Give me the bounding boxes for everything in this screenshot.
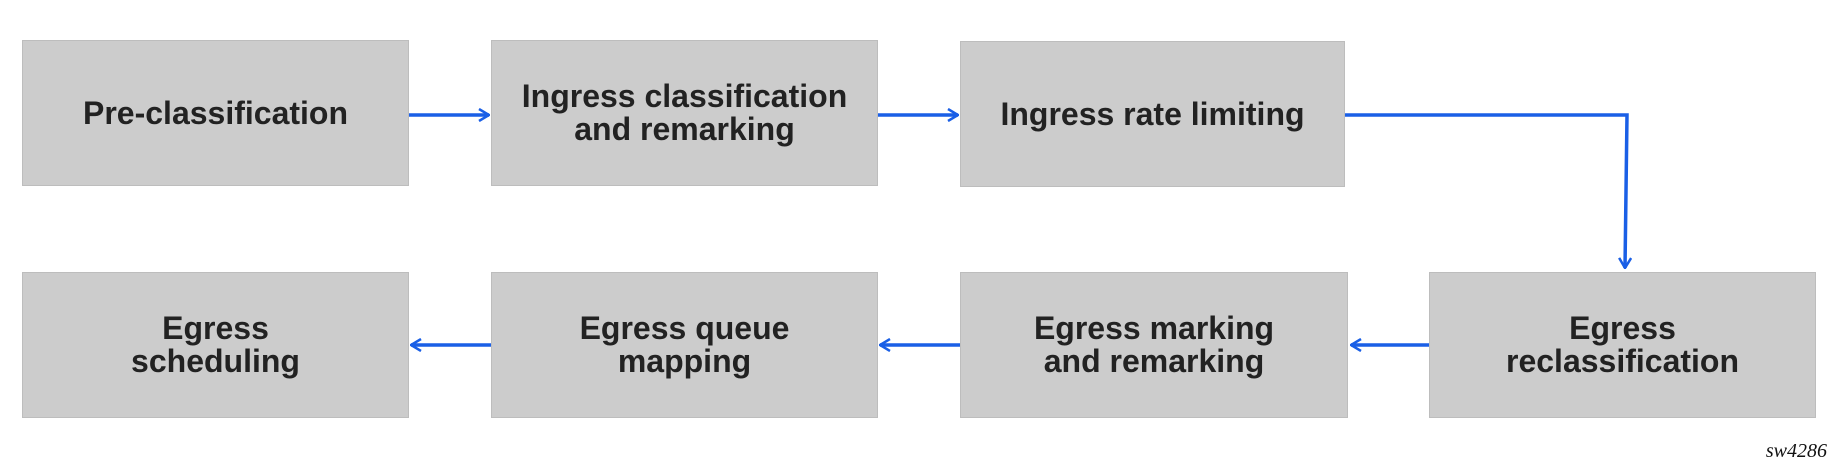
figure-id: sw4286 <box>1765 440 1827 462</box>
arrow-rate-limiting-to-egress-reclassification <box>1345 113 1627 268</box>
step-ingress-classification-and-remarking: Ingress classification and remarking <box>491 40 878 186</box>
step-egress-queue-mapping: Egress queue mapping <box>491 272 878 418</box>
step-egress-reclassification: Egress reclassification <box>1429 272 1816 418</box>
step-egress-scheduling: Egress scheduling <box>22 272 409 418</box>
step-label: Egress marking and remarking <box>1033 310 1275 379</box>
step-ingress-rate-limiting: Ingress rate limiting <box>960 41 1345 187</box>
step-label: Ingress rate limiting <box>1000 95 1305 132</box>
step-label: Egress scheduling <box>131 310 300 379</box>
step-egress-marking-and-remarking: Egress marking and remarking <box>960 272 1348 418</box>
step-label: Egress reclassification <box>1506 310 1739 379</box>
step-label: Ingress classification and remarking <box>521 78 848 147</box>
step-pre-classification: Pre-classification <box>22 40 409 186</box>
step-label: Egress queue mapping <box>579 310 790 379</box>
step-label: Pre-classification <box>83 94 348 131</box>
